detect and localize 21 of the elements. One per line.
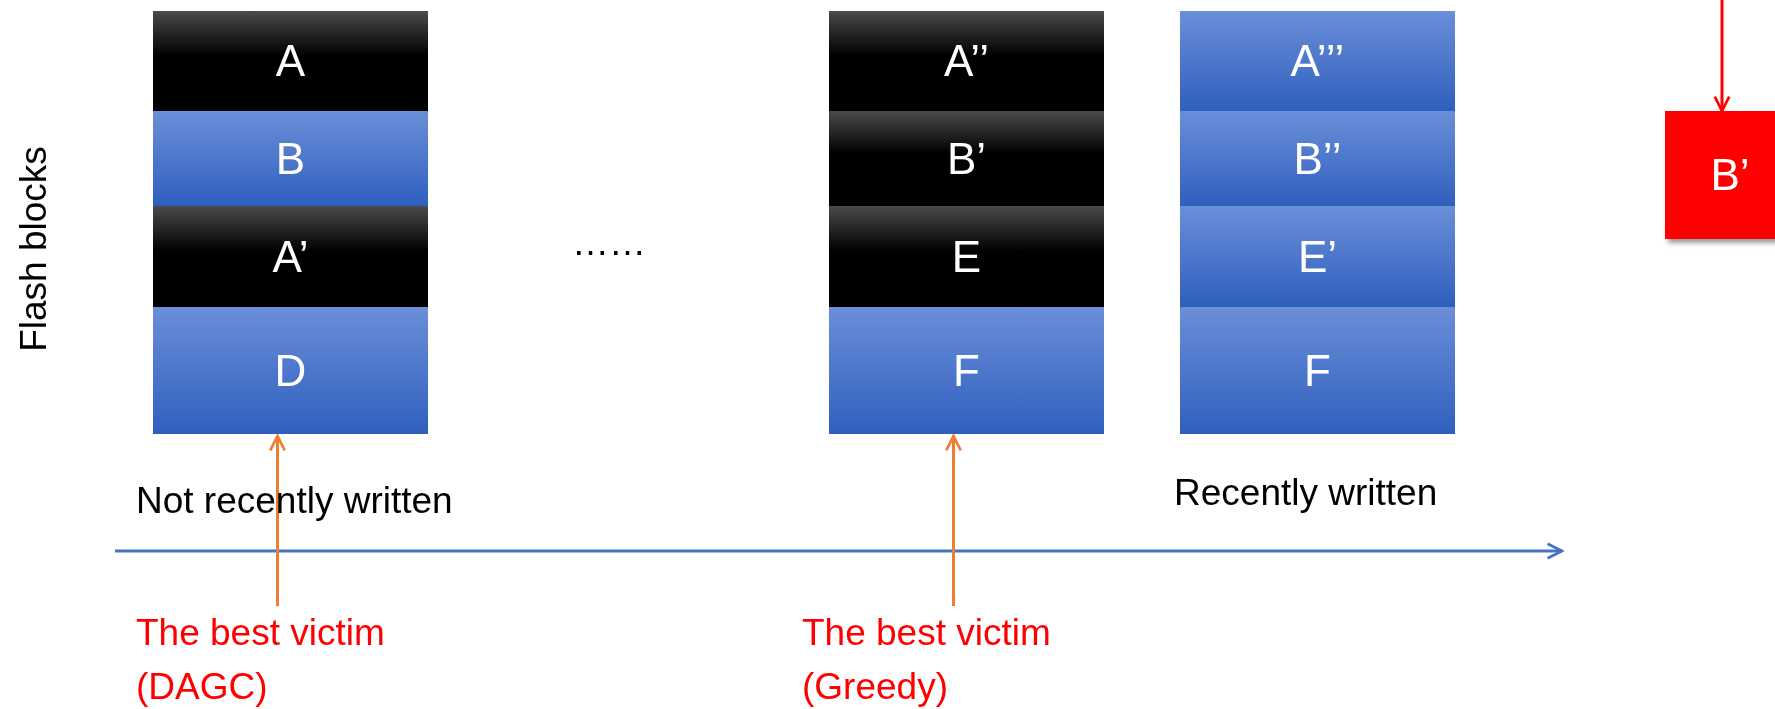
valid-page-cell: B’’ <box>1180 111 1455 206</box>
victim-label: The best victim (DAGC) <box>136 606 466 706</box>
victim-label: The best victim (Greedy) <box>802 606 1132 706</box>
arrow <box>1713 0 1731 113</box>
invalid-page-cell: A <box>153 11 428 111</box>
invalid-page-cell: A’ <box>153 206 428 307</box>
valid-page-cell: F <box>829 307 1104 434</box>
ellipsis-text: …… <box>572 222 646 264</box>
invalid-page-cell: A’’ <box>829 11 1104 111</box>
arrow <box>268 434 287 606</box>
invalid-page-cell: E <box>829 206 1104 307</box>
arrow <box>944 434 963 606</box>
invalid-page-cell: B’ <box>829 111 1104 206</box>
axis-title: Flash blocks <box>13 146 55 352</box>
valid-page-cell: E’ <box>1180 206 1455 307</box>
valid-page-cell: B <box>153 111 428 206</box>
new-page-box: B’ <box>1665 111 1775 239</box>
valid-page-cell: A’’’ <box>1180 11 1455 111</box>
valid-page-cell: D <box>153 307 428 434</box>
valid-page-cell: F <box>1180 307 1455 434</box>
axis-end-label: Recently written <box>1174 472 1438 514</box>
